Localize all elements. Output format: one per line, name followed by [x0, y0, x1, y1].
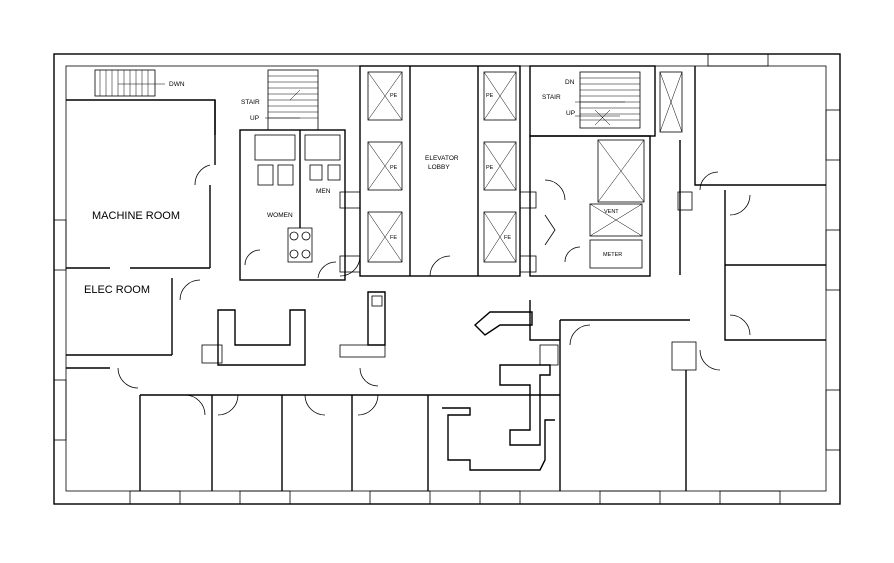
up-left-label: UP — [250, 115, 259, 122]
restrooms — [239, 129, 346, 281]
central-area — [117, 279, 386, 389]
lobby-label: LOBBY — [428, 164, 450, 171]
room-labels: MACHINE ROOM ELEC ROOM WOMEN MEN STAIR U… — [84, 79, 622, 296]
women-label: WOMEN — [267, 212, 293, 219]
pe-label-4: PE — [486, 165, 494, 171]
up-right-label: UP — [566, 110, 575, 117]
fe-label-1: FE — [390, 235, 397, 241]
elevator-label: ELEVATOR — [425, 155, 459, 162]
right-stair — [529, 65, 683, 137]
dn-right-label: DN — [565, 79, 575, 86]
elec-room-label: ELEC ROOM — [84, 284, 150, 296]
vent-label: VENT — [604, 209, 619, 215]
reception-desk — [442, 311, 555, 471]
pe-label-2: PE — [390, 165, 398, 171]
service-rooms — [529, 135, 651, 277]
lower-offices — [66, 300, 690, 491]
dwn-label: DWN — [169, 81, 185, 88]
stair-right-label: STAIR — [542, 94, 561, 101]
men-label: MEN — [316, 188, 331, 195]
fe-label-2: FE — [504, 235, 511, 241]
machine-room — [66, 99, 216, 356]
meter-label: METER — [603, 252, 622, 258]
elevator-core — [339, 65, 537, 277]
right-offices — [671, 66, 826, 491]
stair-left-label: STAIR — [241, 99, 260, 106]
pe-label-3: PE — [486, 93, 494, 99]
machine-room-label: MACHINE ROOM — [92, 210, 180, 222]
pe-label-1: PE — [390, 93, 398, 99]
